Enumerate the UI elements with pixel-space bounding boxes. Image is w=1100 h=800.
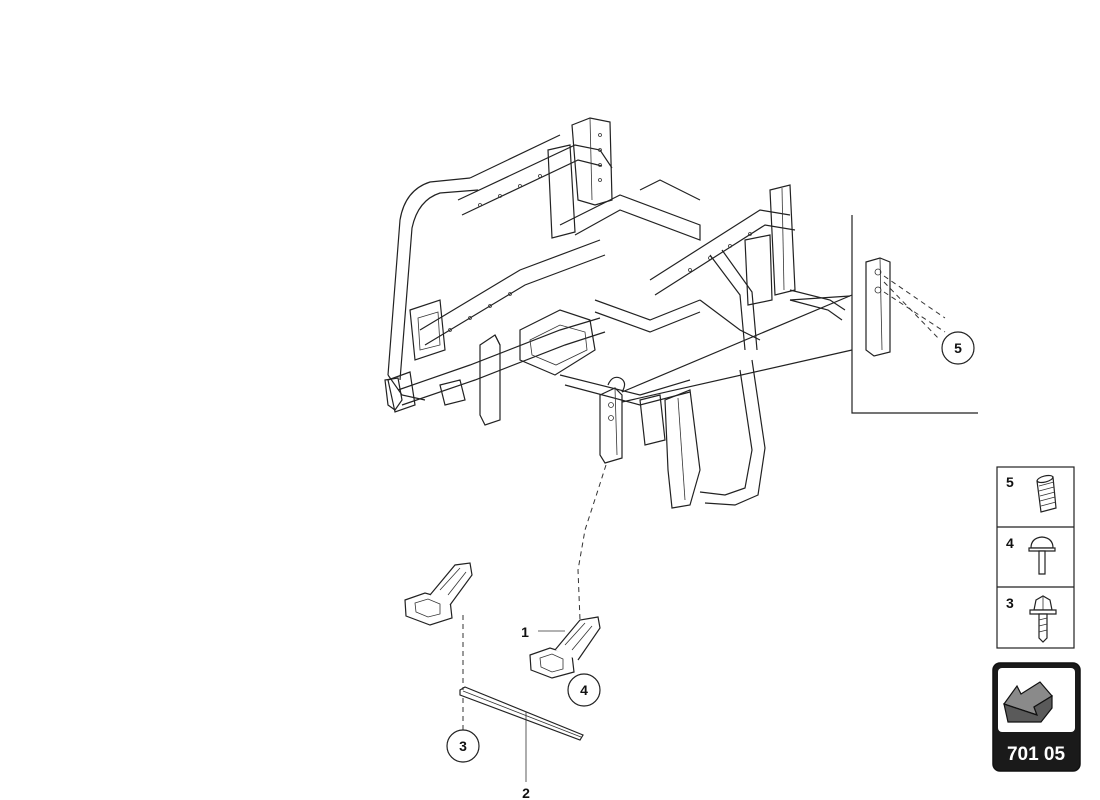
legend-number: 3 xyxy=(1006,595,1014,611)
callout-1-label: 1 xyxy=(521,624,529,640)
crossbar xyxy=(459,686,584,741)
callout-5: 5 xyxy=(941,331,975,365)
legend-row-5: 5 xyxy=(1006,474,1057,513)
legend-frame xyxy=(996,466,1075,649)
legend-number: 4 xyxy=(1006,535,1014,551)
callout-4: 4 xyxy=(567,673,601,707)
callout-3-circle xyxy=(446,729,480,763)
bracket-right xyxy=(529,616,601,679)
fastener-legend: 5 4 3 xyxy=(996,466,1075,649)
callout-1: 1 xyxy=(521,624,529,640)
bracket-left xyxy=(404,562,473,626)
legend-row-4: 4 xyxy=(1006,535,1056,575)
sleeve-insert-icon xyxy=(1036,474,1057,513)
callout-5-label: 5 xyxy=(954,340,962,356)
rivet-icon xyxy=(1028,536,1056,575)
callout-4-circle xyxy=(567,673,601,707)
section-code-box: 701 05 xyxy=(992,662,1081,772)
callout-4-label: 4 xyxy=(580,682,588,698)
flange-bolt-icon xyxy=(1029,595,1057,643)
callout-3-label: 3 xyxy=(459,738,467,754)
callout-2: 2 xyxy=(522,785,530,800)
arrow-icon xyxy=(1003,681,1053,723)
legend-number: 5 xyxy=(1006,474,1014,490)
callout-5-circle xyxy=(941,331,975,365)
detail-view xyxy=(621,215,978,414)
callout-2-label: 2 xyxy=(522,785,530,800)
legend-row-3: 3 xyxy=(1006,595,1057,643)
chassis-frame xyxy=(384,117,851,509)
section-code: 701 05 xyxy=(1007,744,1066,765)
callout-3: 3 xyxy=(446,729,480,763)
